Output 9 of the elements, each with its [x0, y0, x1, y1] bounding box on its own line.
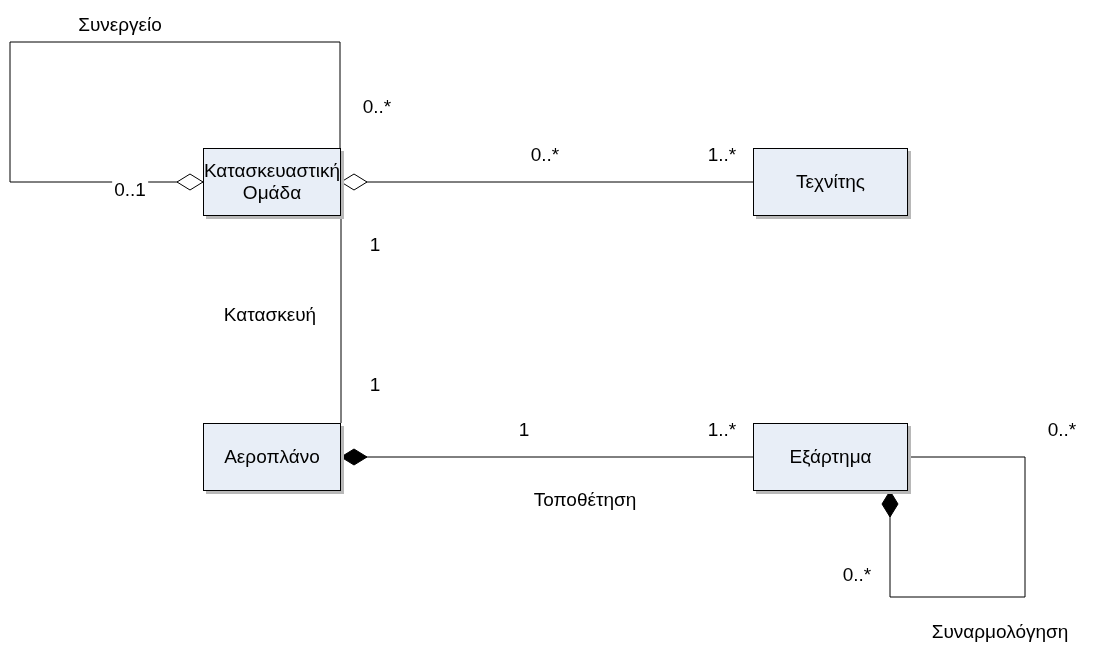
edge-label: Συνεργείο [76, 14, 164, 36]
class-box: Κατασκευαστική Ομάδα [203, 148, 341, 216]
edge-label: Τοποθέτηση [531, 489, 639, 511]
aggregation-line [9, 41, 341, 191]
class-box: Αεροπλάνο [203, 423, 341, 491]
class-box: Τεχνίτης [753, 148, 908, 216]
edge-label: Συναρμολόγηση [929, 621, 1071, 643]
class-box: Εξάρτημα [753, 423, 908, 491]
composition-line [881, 456, 1026, 598]
